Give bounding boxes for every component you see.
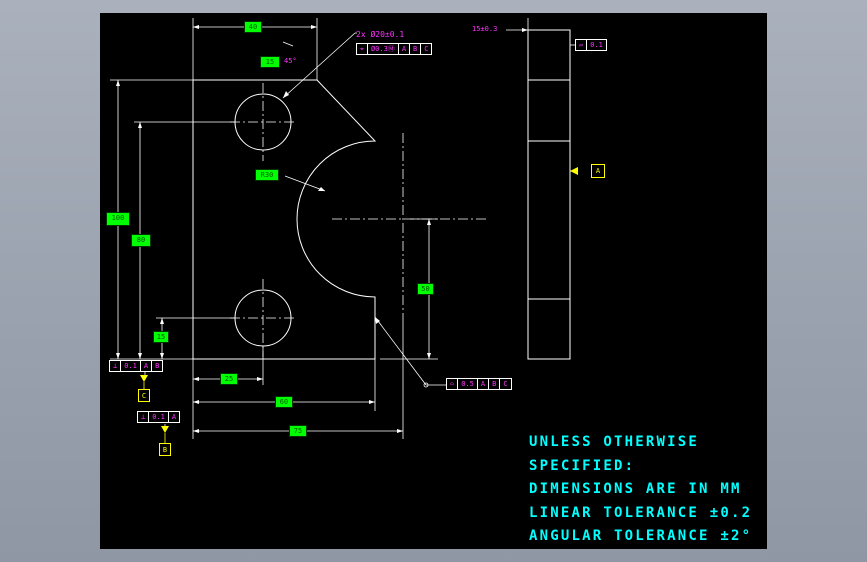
fcf-tolerance: 0.1 (149, 412, 169, 422)
dim-height-total[interactable]: 100 (106, 212, 130, 226)
dim-width-mid[interactable]: 60 (275, 396, 293, 408)
fcf-datum: C (424, 45, 429, 53)
fcf-datum: B (155, 362, 160, 370)
note-line: UNLESS OTHERWISE (529, 434, 700, 450)
datum-b[interactable]: B (159, 443, 171, 456)
datum-triangle-c (140, 375, 148, 382)
fcf-datum: B (489, 379, 501, 389)
profile-icon: ⌓ (447, 379, 459, 389)
position-icon: ⌖ (357, 44, 368, 54)
fcf-tolerance: 0.1 (590, 41, 603, 49)
fcf-datum: C (503, 380, 508, 388)
datum-triangle-b (161, 426, 169, 433)
fcf-profile[interactable]: ⌓ 0.5 A B C (446, 378, 512, 390)
fcf-datum: A (141, 361, 153, 371)
dim-height-hole[interactable]: 80 (131, 234, 151, 247)
fcf-datum: A (171, 413, 177, 421)
dim-hole-offset-x[interactable]: 25 (220, 373, 238, 385)
dim-top-width[interactable]: 40 (244, 21, 262, 33)
dim-arc-radius[interactable]: R30 (255, 169, 279, 181)
fcf-flatness[interactable]: ▱ 0.1 (575, 39, 607, 51)
datum-c[interactable]: C (138, 389, 150, 402)
fcf-tolerance: 0.5 (458, 379, 478, 389)
note-line: ANGULAR TOLERANCE ±2° (529, 528, 753, 544)
flatness-icon: ▱ (576, 40, 588, 50)
note-line: SPECIFIED: (529, 457, 636, 474)
part-outline (192, 79, 377, 360)
fcf-perpendicularity-c[interactable]: ⊥ 0.1 A B (109, 360, 164, 372)
datum-a[interactable]: A (591, 164, 605, 178)
perpendicular-icon: ⊥ (138, 412, 150, 422)
general-notes: UNLESS OTHERWISE SPECIFIED: DIMENSIONS A… (529, 431, 752, 549)
dim-width-total[interactable]: 75 (289, 425, 307, 437)
note-line: DIMENSIONS ARE IN MM (529, 481, 742, 497)
fcf-datum: A (399, 44, 411, 54)
hole-note[interactable]: 2x Ø20±0.1 (356, 30, 405, 39)
dim-chamfer-angle: 45° (284, 57, 297, 65)
note-line: LINEAR TOLERANCE ±0.2 (529, 504, 753, 521)
dim-chamfer[interactable]: 15 (260, 56, 280, 68)
datum-triangle-a (570, 167, 578, 175)
fcf-perpendicularity-b[interactable]: ⊥ 0.1 A (137, 411, 181, 423)
side-view-outline (527, 29, 571, 360)
fcf-datum: B (410, 44, 422, 54)
dim-height-lower[interactable]: 15 (153, 331, 169, 343)
fcf-tolerance: 0.1 (121, 361, 141, 371)
dim-arc-center-height[interactable]: 50 (417, 283, 434, 295)
fcf-position[interactable]: ⌖ Ø0.3Ⓜ A B C (356, 43, 433, 55)
fcf-datum: A (478, 379, 490, 389)
perpendicular-icon: ⊥ (110, 361, 122, 371)
fcf-tolerance: Ø0.3Ⓜ (368, 44, 399, 54)
side-thickness[interactable]: 15±0.3 (472, 25, 498, 33)
drawing-canvas: 40 15 45° R30 100 80 15 50 25 60 75 2x Ø… (100, 13, 767, 549)
